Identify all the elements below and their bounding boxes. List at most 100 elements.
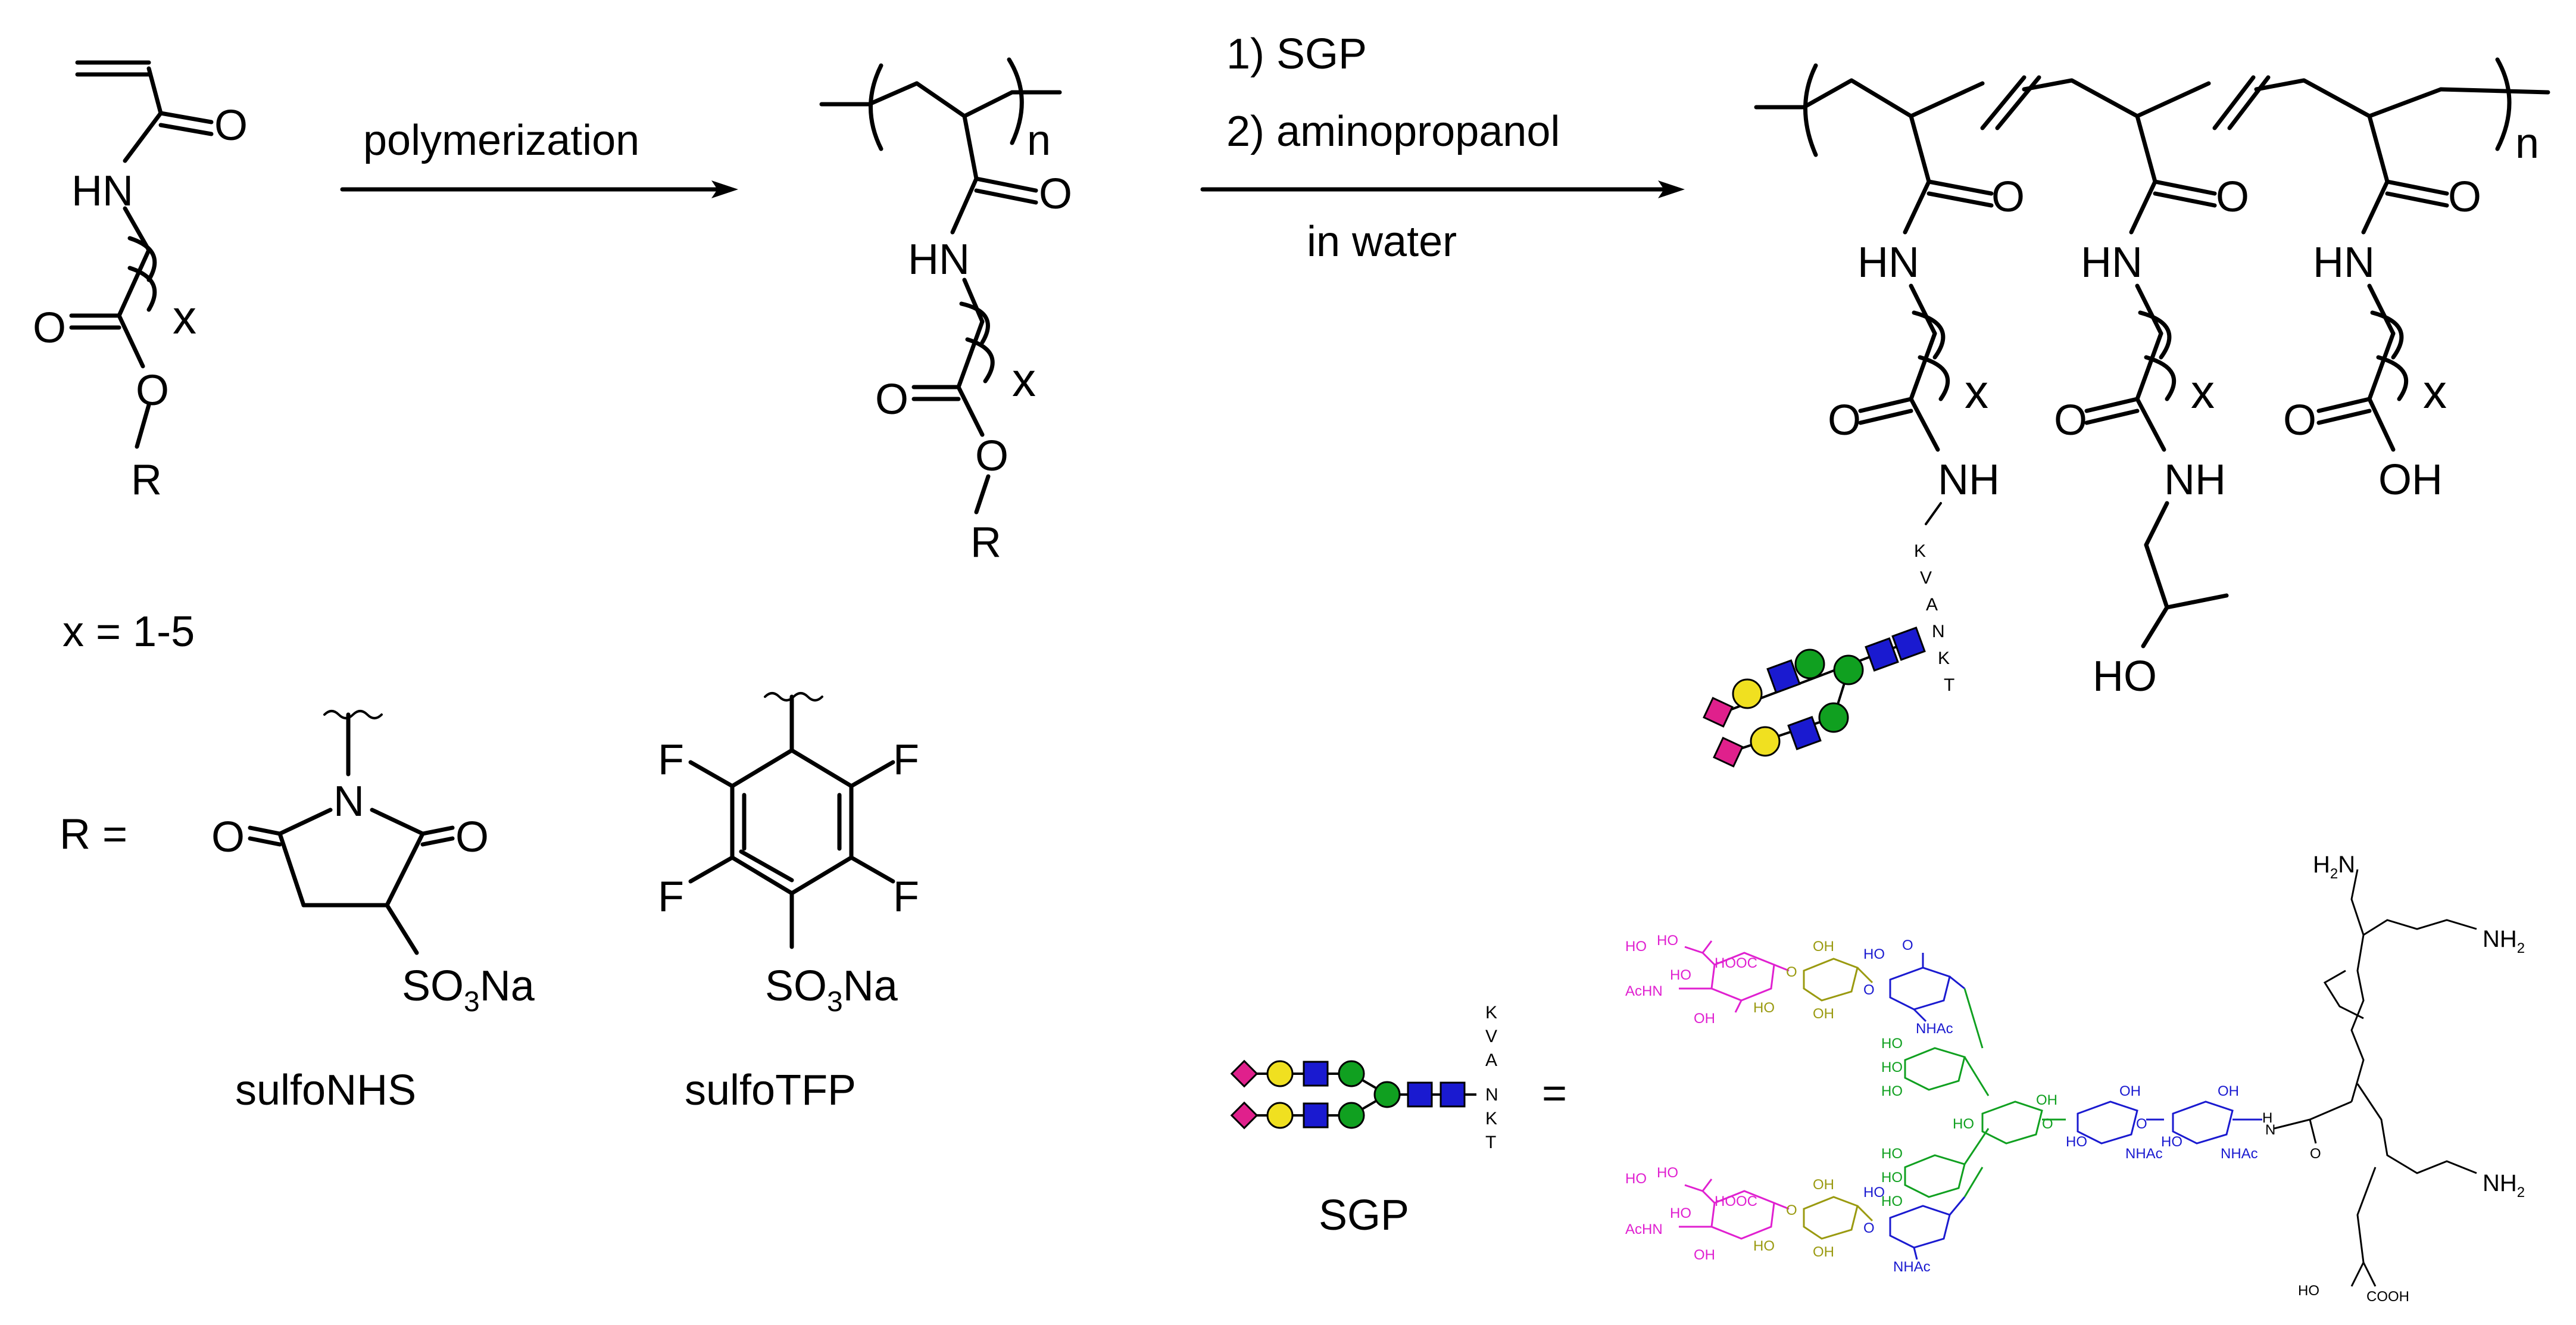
monomer-ester-o2: O — [136, 367, 169, 414]
sgp-mannose-branches: HO HO HO HO HO HO HO OH O — [1881, 988, 2066, 1209]
sgp-sia1-hooc: HOOC — [1715, 955, 1757, 971]
product-sia-2 — [1713, 737, 1744, 768]
product-glcnac-4 — [1787, 716, 1822, 750]
sgp-gal2-oh-2: OH — [1813, 1244, 1834, 1260]
polymer-ester-o2: O — [975, 432, 1008, 480]
sgp-pep-o1: O — [2310, 1146, 2321, 1162]
polymer-ester-o: O — [875, 376, 908, 423]
sulfonhs-n: N — [333, 778, 364, 825]
sgp-equals: = — [1542, 1070, 1567, 1117]
sgp-symbol-legend: K V A N K T SGP = — [1230, 1003, 1567, 1239]
sgp-lower-galactose: O OH HO OH — [1753, 1177, 1874, 1260]
sgp-pep-ho: HO — [2298, 1283, 2319, 1299]
sgp-chit1-ho: HO — [2066, 1134, 2087, 1150]
sgp-sia2-ho-3: HO — [1670, 1205, 1691, 1221]
product-mannose-core — [1833, 654, 1864, 685]
sgp-chit2-oh: OH — [2218, 1083, 2239, 1099]
polymer-structure: n O HN x O O R — [819, 57, 1072, 566]
r-equals-label: R = — [60, 810, 127, 858]
sgp-chit2-ho: HO — [2161, 1134, 2182, 1150]
sgp-sia2-achn: AcHN — [1625, 1221, 1663, 1237]
product-oh: OH — [2378, 456, 2443, 504]
sgp-glcnac-3 — [1407, 1081, 1433, 1108]
sgp-sia1-ho-3: HO — [1670, 967, 1691, 983]
sgp-gal-1 — [1266, 1060, 1294, 1087]
product-peptide-t: T — [1944, 675, 1954, 695]
sulfotfp-f3: F — [893, 873, 919, 921]
product-peptide-n: N — [1932, 622, 1945, 641]
sulfotfp-f2: F — [658, 736, 684, 784]
step2-line1: 1) SGP — [1226, 30, 1367, 78]
sulfotfp-name: sulfoTFP — [685, 1067, 856, 1114]
product-o1b: O — [1828, 397, 1861, 444]
sgp-chitobiose: OH HO O NHAc OH HO NHAc — [2066, 1083, 2262, 1162]
product-x1: x — [1965, 365, 1988, 418]
sgp-pep-h: H — [2262, 1110, 2272, 1126]
product-hn3: HN — [2313, 239, 2375, 286]
sgp-pep-h2n: H2N — [2313, 852, 2355, 882]
sgp-chit1-nhac: NHAc — [2125, 1146, 2163, 1162]
sgp-sia2-ho-1: HO — [1625, 1171, 1647, 1187]
product-glcnac-1 — [1891, 626, 1926, 661]
sgp-label: SGP — [1319, 1192, 1409, 1239]
product-sia-1 — [1703, 697, 1734, 728]
monomer-hn: HN — [71, 167, 133, 215]
sulfonhs-o1: O — [211, 813, 245, 861]
sgp-chit2-nhac: NHAc — [2221, 1146, 2258, 1162]
sgp-peptide-n: N — [1485, 1085, 1498, 1105]
sulfonhs-structure: N O O SO3Na sulfoNHS — [211, 710, 535, 1114]
sgp-peptide-t: T — [1485, 1133, 1496, 1152]
product-nh1: NH — [1938, 456, 2000, 504]
sgp-chemical-structure: HO HO HO HOOC AcHN OH O OH HO OH O HO O … — [1625, 852, 2525, 1305]
sulfotfp-f4: F — [658, 873, 684, 921]
sgp-man2-ho-1: HO — [1881, 1146, 1903, 1162]
sgp-peptide-structure: H N O H2N NH2 NH2 HO COOH — [2262, 852, 2525, 1305]
sgp-sia2-ho-2: HO — [1657, 1165, 1678, 1181]
sgp-man1-ho-3: HO — [1881, 1083, 1903, 1099]
sgp-glc1-nhac: NHAc — [1916, 1021, 1953, 1037]
sgp-upper-galactose: O OH HO OH — [1753, 939, 1874, 1022]
product-hn2: HN — [2081, 239, 2143, 286]
sgp-glcnac-2 — [1303, 1102, 1329, 1128]
sgp-pep-nh2-1: NH2 — [2483, 926, 2525, 956]
sgp-man1-ho-2: HO — [1881, 1059, 1903, 1075]
sgp-peptide-k: K — [1485, 1003, 1497, 1022]
polymerization-label: polymerization — [363, 117, 639, 164]
step2-line2: 2) aminopropanol — [1226, 108, 1560, 155]
sgp-gal1-ho: HO — [1753, 1000, 1775, 1016]
product-o3b: O — [2283, 397, 2316, 444]
polymerization-arrow: polymerization — [340, 117, 738, 198]
sgp-gal-2 — [1266, 1102, 1294, 1129]
sgp-man-core — [1373, 1081, 1401, 1108]
sgp-sia-2 — [1230, 1101, 1259, 1130]
sgp-glc1-o: O — [1863, 982, 1875, 998]
sgp-gal2-oh-1: OH — [1813, 1177, 1834, 1193]
sgp-glcnac-4 — [1440, 1081, 1466, 1108]
sgp-sia2-oh: OH — [1694, 1247, 1715, 1263]
sgp-sia1-oh: OH — [1694, 1011, 1715, 1027]
sgp-glc2-ho: HO — [1863, 1184, 1885, 1201]
sgp-man-2 — [1338, 1102, 1365, 1129]
polymer-n: n — [1027, 117, 1051, 164]
product-nh2: NH — [2164, 456, 2226, 504]
monomer-carbonyl-o: O — [214, 102, 248, 149]
sgp-glcnac-1 — [1303, 1061, 1329, 1087]
sgp-glc2-o: O — [1863, 1220, 1875, 1236]
sgp-gal1-oh-2: OH — [1813, 1006, 1834, 1022]
product-mannose-2 — [1818, 702, 1849, 733]
product-x2: x — [2191, 365, 2215, 418]
sgp-pep-cooh: COOH — [2366, 1289, 2409, 1305]
sgp-core-oh: OH — [2036, 1092, 2057, 1108]
product-gal-1 — [1732, 678, 1763, 709]
product-hn1: HN — [1857, 239, 1919, 286]
coupling-arrow: 1) SGP 2) aminopropanol in water — [1200, 30, 1685, 266]
sgp-gal2-o: O — [1786, 1202, 1797, 1218]
sgp-peptide-a: A — [1485, 1050, 1497, 1070]
product-peptide-a: A — [1926, 595, 1938, 615]
product-peptide: K V A N K T — [1914, 541, 1954, 695]
monomer-structure: O HN x O O R — [33, 60, 248, 504]
sgp-glc2-nhac: NHAc — [1893, 1259, 1931, 1275]
sgp-sia1-ho-1: HO — [1625, 939, 1647, 955]
product-glycan-symbols — [1703, 626, 1926, 768]
product-glcnac-3 — [1766, 659, 1801, 694]
